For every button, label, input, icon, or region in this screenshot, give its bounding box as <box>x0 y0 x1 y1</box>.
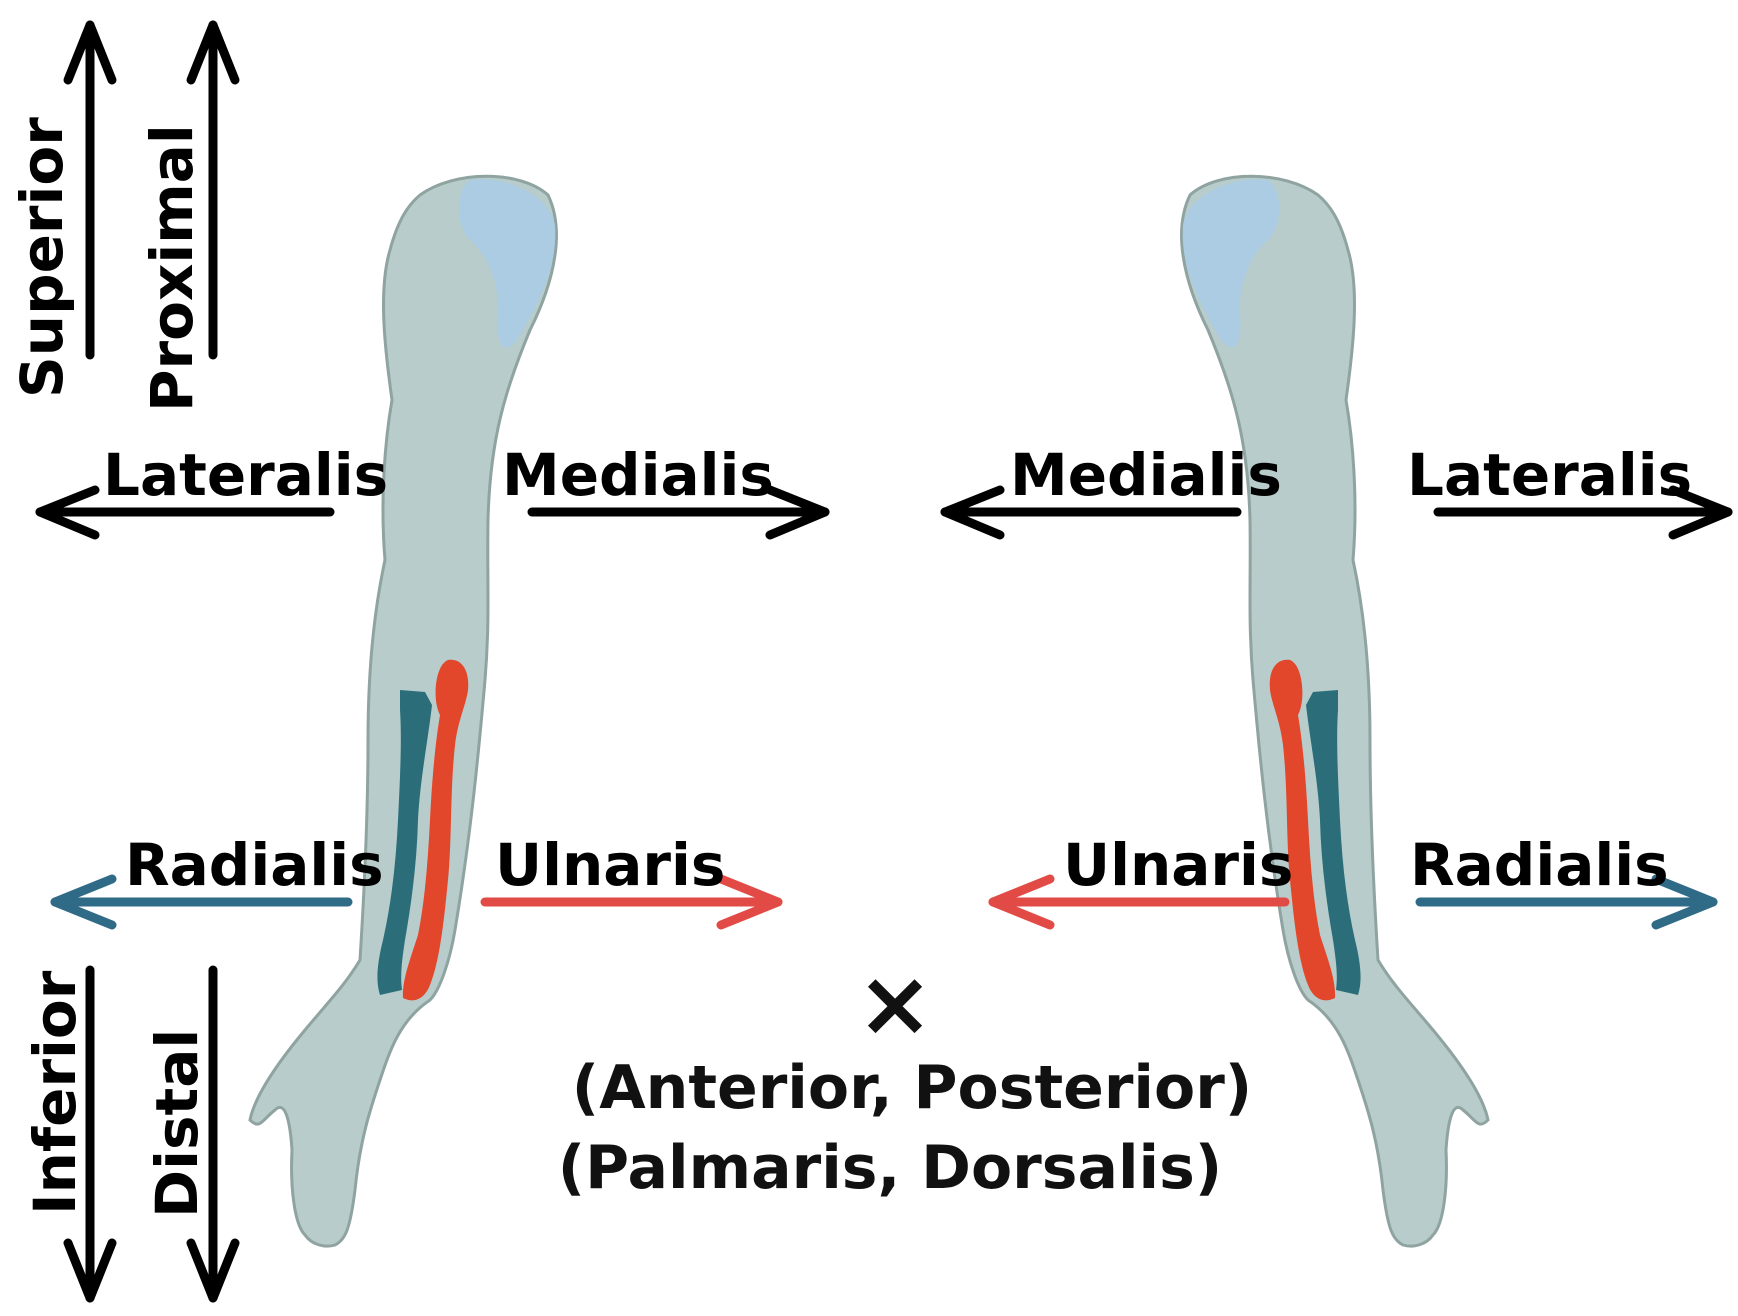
left-arm-illustration <box>250 176 556 1246</box>
right-medialis-label: Medialis <box>1010 441 1282 509</box>
left-ulnaris-label: Ulnaris <box>495 831 725 899</box>
distal-label: Distal <box>143 1029 211 1218</box>
right-ulnaris-label: Ulnaris <box>1063 831 1293 899</box>
caption-line-2: (Palmaris, Dorsalis) <box>558 1133 1222 1203</box>
inferior-label: Inferior <box>21 970 89 1215</box>
proximal-label: Proximal <box>138 124 206 412</box>
left-radialis-label: Radialis <box>125 831 384 899</box>
left-lateralis-label: Lateralis <box>103 441 388 509</box>
caption-line-1: (Anterior, Posterior) <box>572 1053 1252 1123</box>
left-medialis-label: Medialis <box>502 441 774 509</box>
right-radialis-label: Radialis <box>1410 831 1669 899</box>
superior-label: Superior <box>8 117 76 398</box>
cross-mark: × <box>856 950 933 1057</box>
right-lateralis-label: Lateralis <box>1407 441 1692 509</box>
